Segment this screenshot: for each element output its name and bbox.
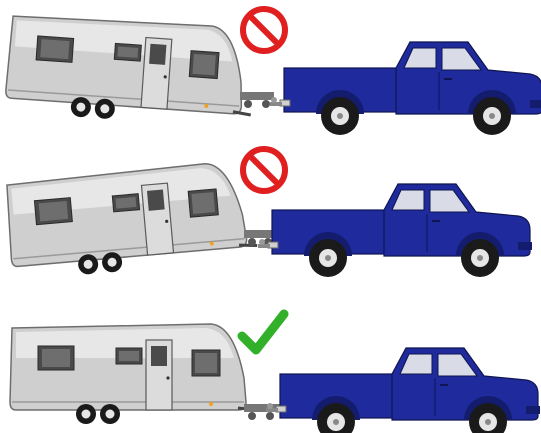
- travel-trailer: [4, 12, 256, 129]
- travel-trailer: [10, 324, 256, 424]
- pickup-truck: [258, 184, 532, 277]
- prohibited-icon: [243, 149, 285, 191]
- checkmark-icon: [242, 314, 284, 350]
- row-2-nose-up: [5, 149, 532, 281]
- pickup-truck: [266, 348, 540, 433]
- travel-trailer: [5, 160, 259, 281]
- prohibited-icon: [243, 9, 285, 51]
- hitch-coupler: [240, 92, 274, 108]
- row-3-level: [10, 314, 540, 433]
- row-1-nose-down: [4, 9, 541, 135]
- pickup-truck: [270, 42, 541, 135]
